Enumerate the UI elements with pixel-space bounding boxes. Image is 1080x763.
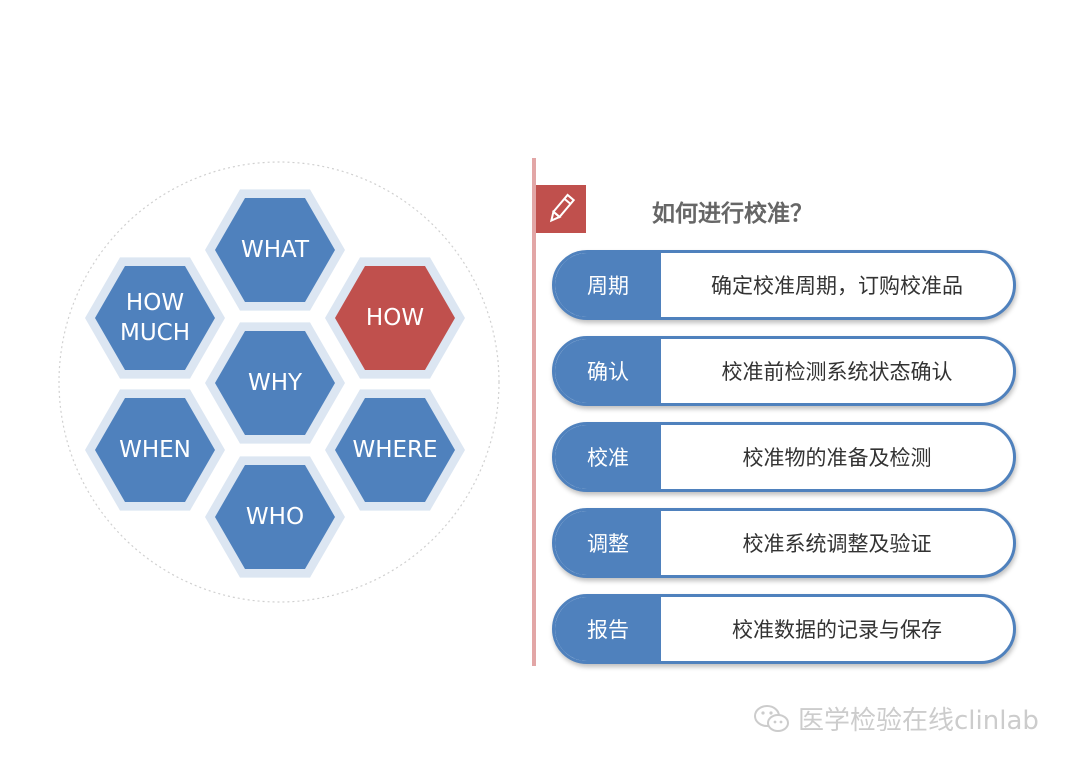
hex-what	[215, 198, 335, 302]
step-adjust: 调整 校准系统调整及验证	[552, 508, 1016, 578]
step-desc: 校准系统调整及验证	[742, 532, 932, 556]
step-tag: 调整	[555, 511, 661, 575]
outer-dotted-circle	[58, 161, 500, 603]
step-tag: 报告	[555, 597, 661, 661]
watermark-text: 医学检验在线clinlab	[798, 706, 1039, 736]
hexagon-diagram	[58, 161, 500, 603]
step-tag: 周期	[555, 253, 661, 317]
hex-when	[95, 398, 215, 502]
step-cycle: 周期 确定校准周期，订购校准品	[552, 250, 1016, 320]
step-desc: 校准物的准备及检测	[742, 446, 932, 470]
step-desc: 校准前检测系统状态确认	[721, 360, 953, 384]
pencil-icon	[549, 193, 576, 223]
watermark: 医学检验在线clinlab	[752, 700, 1039, 737]
hex-how-much	[95, 266, 215, 370]
wechat-icon	[754, 704, 789, 732]
step-desc: 校准数据的记录与保存	[732, 618, 942, 642]
pencil-tab	[536, 185, 586, 233]
step-tag: 校准	[555, 425, 661, 489]
step-calibrate: 校准 校准物的准备及检测	[552, 422, 1016, 492]
step-tag: 确认	[555, 339, 661, 403]
hex-where	[335, 398, 455, 502]
panel-divider	[532, 158, 536, 666]
step-desc: 确定校准周期，订购校准品	[711, 274, 963, 298]
hex-why	[215, 331, 335, 435]
hex-how	[335, 266, 455, 370]
step-report: 报告 校准数据的记录与保存	[552, 594, 1016, 664]
step-confirm: 确认 校准前检测系统状态确认	[552, 336, 1016, 406]
panel-title: 如何进行校准？	[652, 201, 813, 227]
hex-who	[215, 465, 335, 569]
